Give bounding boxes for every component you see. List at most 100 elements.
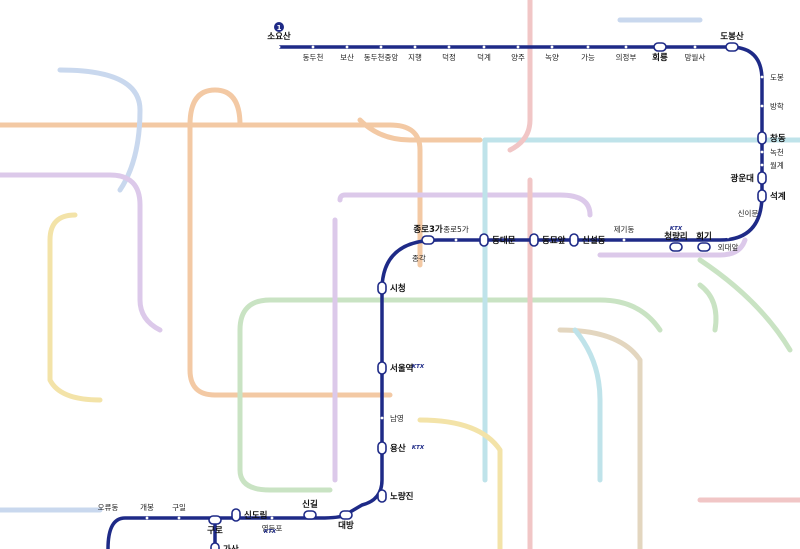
station-dot <box>516 45 520 49</box>
station-36[interactable]: 노량진 <box>377 489 414 503</box>
station-dot <box>760 104 764 108</box>
station-43[interactable]: 개봉 <box>140 502 154 520</box>
station-dot <box>345 45 349 49</box>
station-9[interactable]: 가능 <box>581 45 595 62</box>
station-0[interactable]: 소요산 <box>267 31 291 49</box>
station-35[interactable]: 용산 <box>377 441 406 455</box>
transfer-marker <box>725 42 739 52</box>
station-11[interactable]: 회룡 <box>652 42 668 63</box>
station-3[interactable]: 동두천중앙 <box>364 45 399 62</box>
station-5[interactable]: 덕정 <box>442 45 456 62</box>
station-30[interactable]: 종로3가 <box>413 224 443 245</box>
station-label: 용산 <box>390 443 406 454</box>
station-34[interactable]: 남영 <box>380 413 404 423</box>
station-dot <box>482 45 486 49</box>
station-label: 구일 <box>172 503 186 512</box>
station-label: 지행 <box>408 52 422 62</box>
transfer-marker <box>208 515 222 525</box>
station-dot <box>693 45 697 49</box>
station-label: 시청 <box>390 283 406 294</box>
station-19[interactable]: 광운대 <box>731 171 767 185</box>
station-18[interactable]: 월계 <box>760 160 784 170</box>
station-21[interactable]: 신이문 <box>738 208 759 226</box>
station-23[interactable]: 회기 <box>696 231 712 252</box>
station-label: 종로3가 <box>413 224 443 235</box>
station-4[interactable]: 지행 <box>408 45 422 62</box>
station-24[interactable]: 청량리 <box>664 231 688 252</box>
station-6[interactable]: 덕계 <box>477 45 491 62</box>
station-33[interactable]: 서울역 <box>377 361 413 375</box>
station-26[interactable]: 신설동 <box>569 233 606 247</box>
station-dot <box>622 238 626 242</box>
transfer-marker <box>653 42 667 52</box>
station-label: 종로5가 <box>443 225 469 234</box>
station-28[interactable]: 동대문 <box>479 233 516 247</box>
station-label: 구로 <box>207 526 223 536</box>
station-29[interactable]: 종로5가 <box>443 225 469 242</box>
station-31[interactable]: 종각 <box>402 253 426 263</box>
station-10[interactable]: 의정부 <box>616 45 637 62</box>
station-dot <box>277 45 281 49</box>
station-32[interactable]: 시청 <box>377 281 406 295</box>
transfer-marker <box>757 131 767 145</box>
transfer-marker <box>757 189 767 203</box>
transfer-marker <box>479 233 489 247</box>
station-label: 대방 <box>338 520 354 531</box>
line-1-badge-number: 1 <box>277 24 282 32</box>
station-dot <box>402 256 406 260</box>
transfer-marker <box>757 171 767 185</box>
station-label: 남영 <box>390 413 404 423</box>
station-label: 회룡 <box>652 52 668 63</box>
station-25[interactable]: 제기동 <box>614 225 635 242</box>
station-41[interactable]: 구로 <box>207 515 223 536</box>
ktx-badge: KTX <box>670 226 683 232</box>
transfer-marker <box>697 242 711 252</box>
station-label: 청량리 <box>664 231 687 242</box>
line-1-badge <box>274 22 284 32</box>
station-13[interactable]: 도봉산 <box>720 31 744 52</box>
station-16[interactable]: 창동 <box>757 131 786 145</box>
station-27[interactable]: 동묘앞 <box>529 233 566 247</box>
station-22[interactable]: 외대앞 <box>718 235 739 252</box>
station-14[interactable]: 도봉 <box>760 73 784 82</box>
transfer-marker <box>210 542 220 549</box>
station-dot <box>454 238 458 242</box>
station-17[interactable]: 녹천 <box>760 147 784 157</box>
station-45[interactable]: 가산 <box>210 542 239 549</box>
transfer-marker <box>529 233 539 247</box>
station-label: 가산 <box>223 544 239 549</box>
station-15[interactable]: 방학 <box>760 101 784 111</box>
station-label: 의정부 <box>616 52 637 62</box>
station-42[interactable]: 구일 <box>172 503 186 520</box>
station-12[interactable]: 망월사 <box>685 45 706 62</box>
station-7[interactable]: 양주 <box>511 45 525 62</box>
station-label: 노량진 <box>390 491 414 502</box>
ktx-badge: KTX <box>264 529 277 535</box>
station-label: 망월사 <box>685 52 706 62</box>
station-dot <box>311 45 315 49</box>
transfer-marker <box>377 361 387 375</box>
transfer-marker <box>669 242 683 252</box>
transfer-marker <box>339 510 353 520</box>
station-37[interactable]: 대방 <box>338 510 354 531</box>
station-8[interactable]: 녹양 <box>545 45 559 62</box>
station-2[interactable]: 보산 <box>340 45 354 62</box>
station-20[interactable]: 석계 <box>757 189 786 203</box>
station-1[interactable]: 동두천 <box>303 45 324 62</box>
station-label: 회기 <box>696 231 712 242</box>
station-label: 도봉 <box>770 73 784 82</box>
station-dot <box>760 163 764 167</box>
station-40[interactable]: 신도림 <box>231 508 267 522</box>
station-label: 월계 <box>770 160 784 170</box>
station-dot <box>145 516 149 520</box>
transfer-marker <box>569 233 579 247</box>
station-44[interactable]: 오류동 <box>98 503 119 520</box>
transfer-marker <box>421 235 435 245</box>
station-39[interactable]: 영등포 <box>262 516 283 533</box>
station-label: 창동 <box>770 133 786 144</box>
transfer-marker <box>377 441 387 455</box>
station-38[interactable]: 신길 <box>302 499 318 520</box>
station-label: 신설동 <box>582 235 606 246</box>
station-dot <box>586 45 590 49</box>
